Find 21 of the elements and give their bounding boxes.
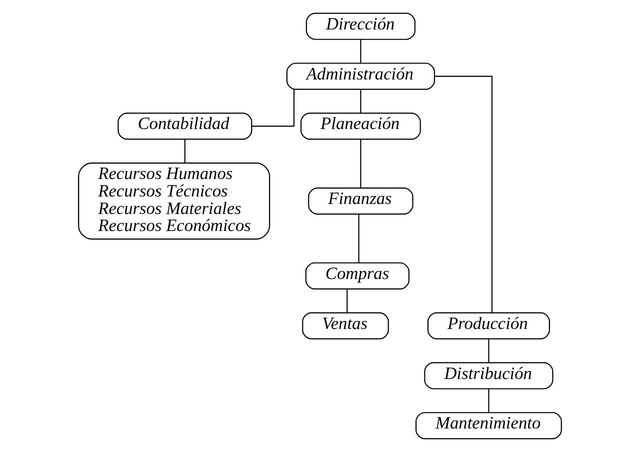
connector: [360, 88, 361, 112]
node-box: Planeación: [300, 112, 420, 140]
node-box: Ventas: [302, 312, 388, 339]
connector: [434, 75, 492, 312]
connector: [358, 214, 359, 262]
node-box: Producción: [426, 312, 550, 339]
connector: [488, 388, 489, 412]
connector: [488, 338, 489, 362]
node-box: Administración: [286, 62, 435, 90]
node-box: Contabilidad: [117, 112, 252, 140]
node-box: Compras: [304, 262, 410, 289]
connector: [251, 88, 294, 126]
node-box: Mantenimiento: [414, 412, 562, 439]
connector: [360, 138, 361, 188]
node-box: Dirección: [305, 12, 415, 40]
node-box: Finanzas: [308, 186, 413, 214]
connector: [184, 138, 185, 163]
node-box: Recursos Humanos Recursos Técnicos Recursos Materiales Recursos Económicos: [78, 162, 270, 240]
connector: [346, 288, 348, 312]
node-box: Distribución: [424, 362, 553, 389]
connector: [360, 38, 361, 63]
